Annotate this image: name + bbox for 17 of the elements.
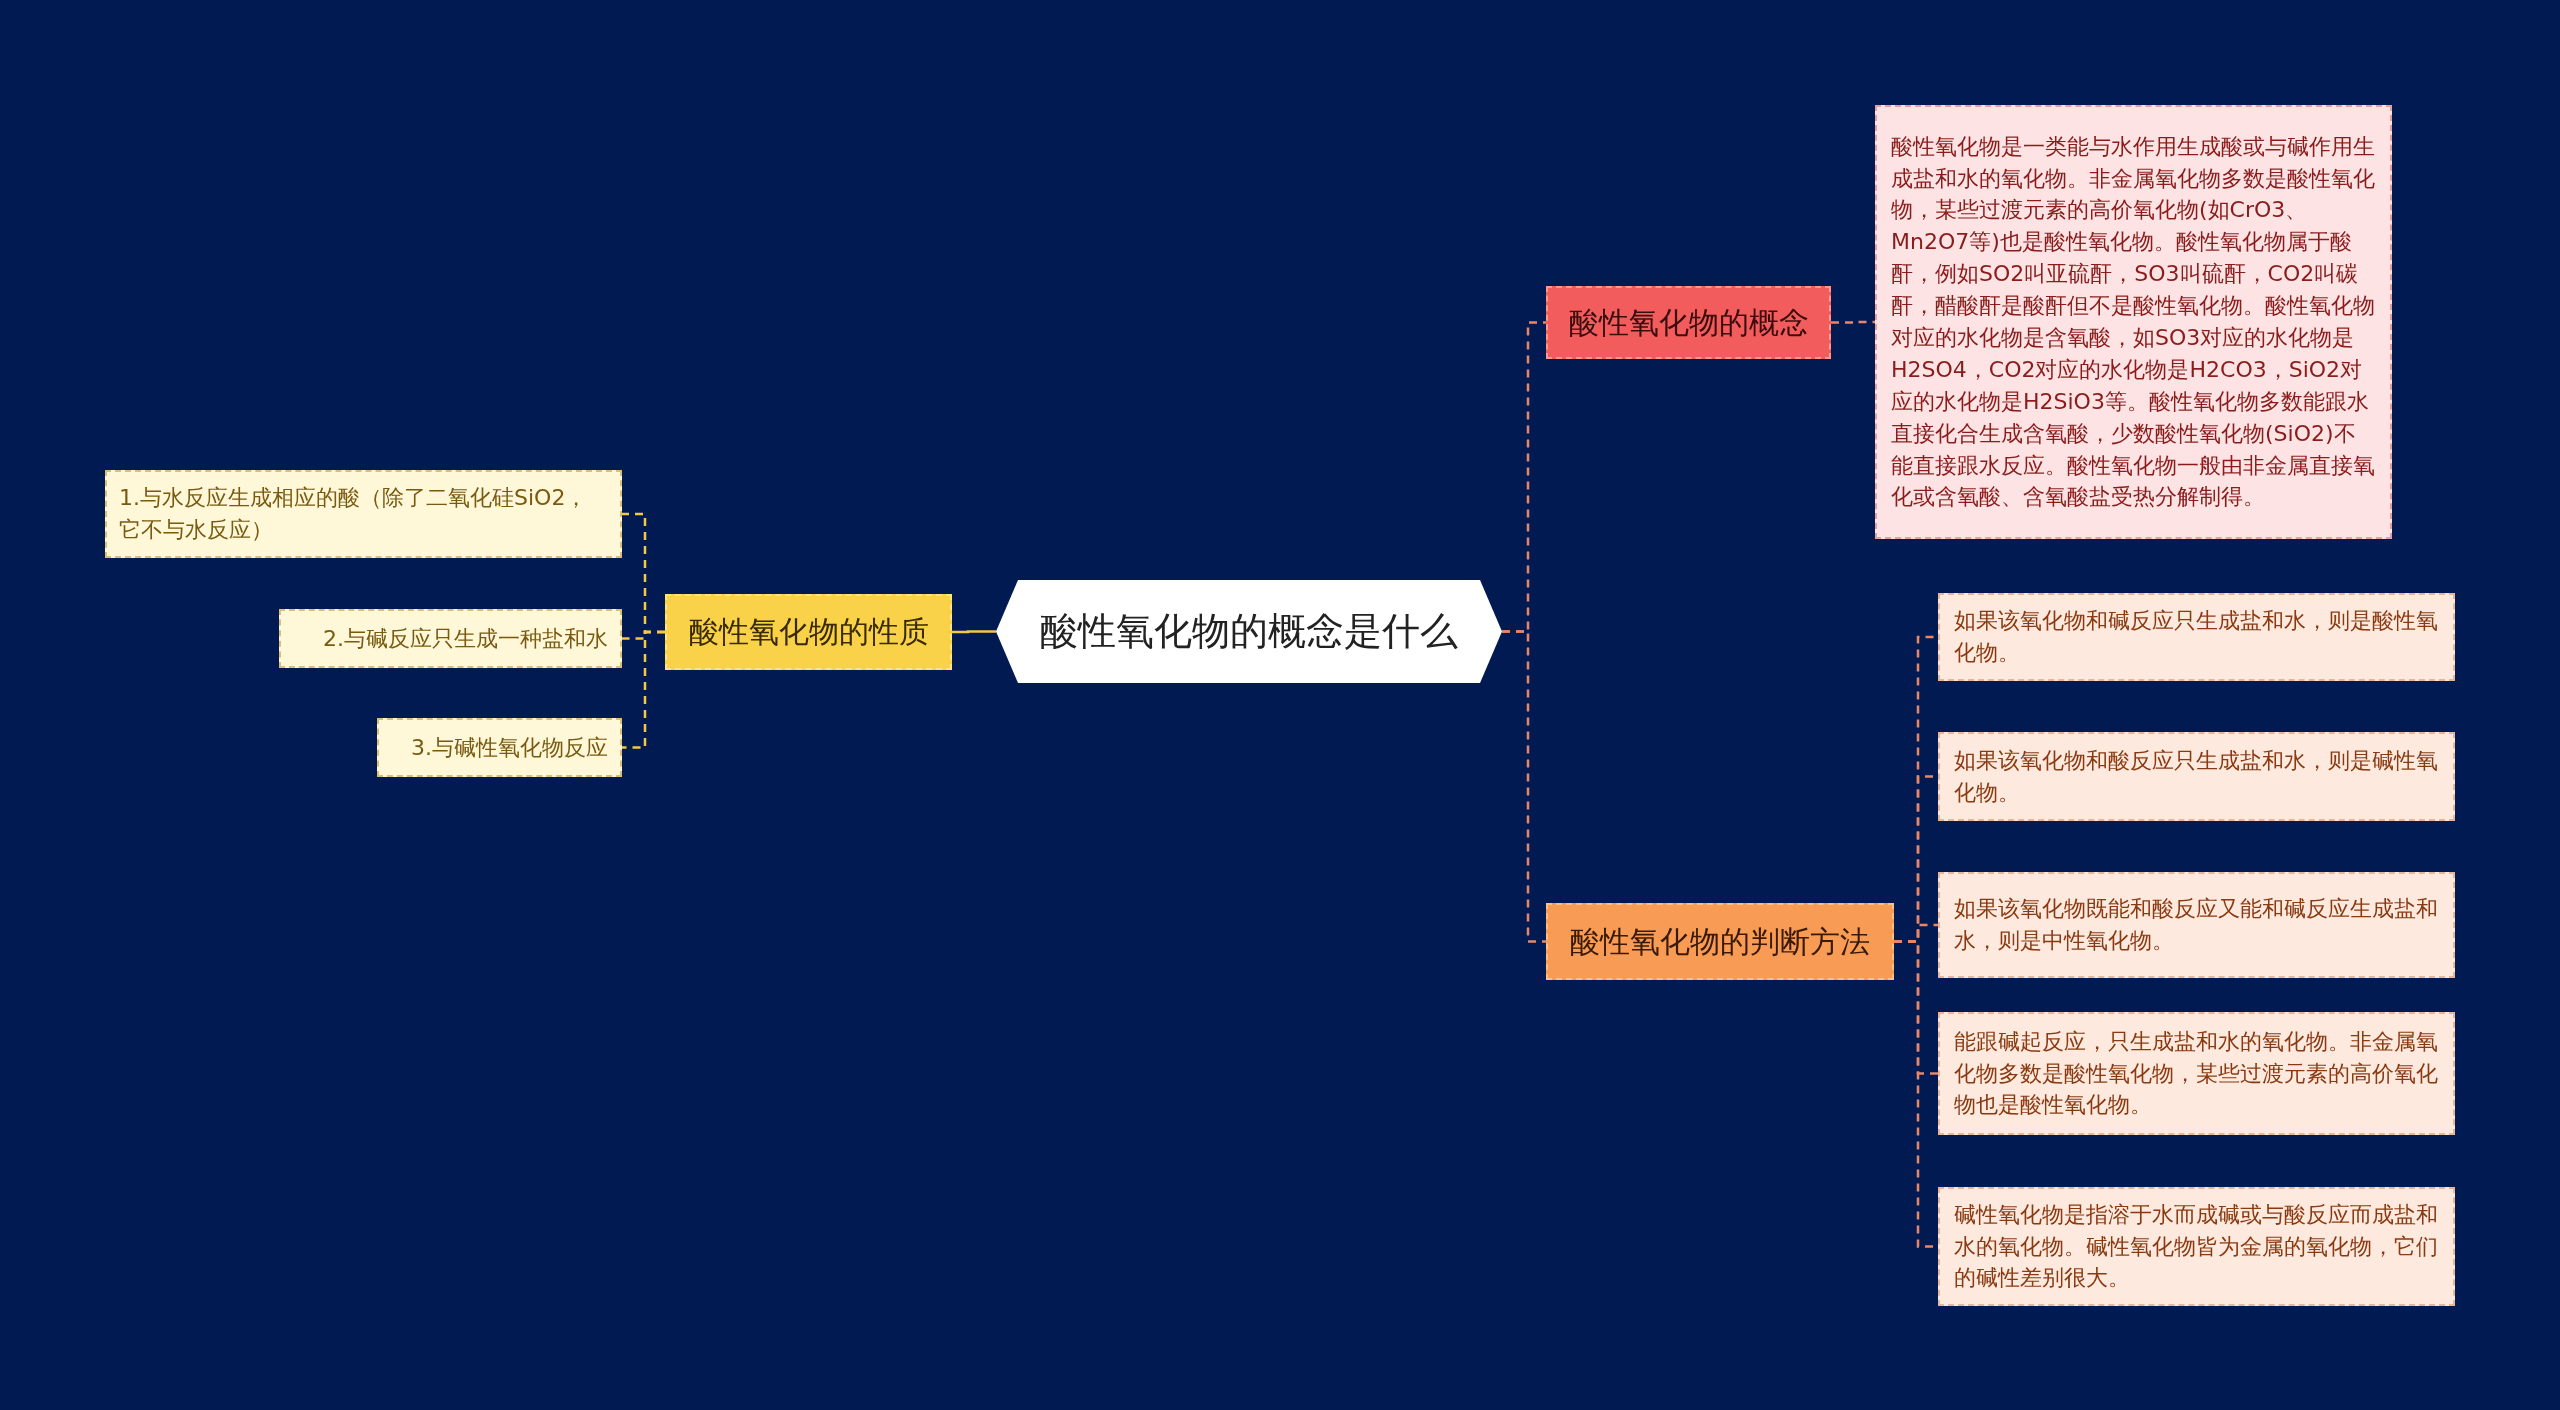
text-card: 如果该氧化物和酸反应只生成盐和水，则是碱性氧化物。: [1938, 732, 2455, 821]
text-card: 酸性氧化物是一类能与水作用生成酸或与碱作用生成盐和水的氧化物。非金属氧化物多数是酸性氧化物，某些过渡元素的高价氧化物(如CrO3、Mn2O7等)也是酸性氧化物。酸性氧化物属于酸酐，例如SO2叫亚硫酐，SO3叫硫酐，CO2叫碳酐，醋酸酐是酸酐但不是酸性氧化物。酸性氧化物对应的水化物是含氧酸，如SO3对应的水化物是H2SO4，CO2对应的水化物是H2CO3，SiO2对应的水化物是H2SiO3等。酸性氧化物多数能跟水直接化合生成含氧酸，少数酸性氧化物(SiO2)不能直接跟水反应。酸性氧化物一般由非金属直接氧化或含氧酸、含氧酸盐受热分解制得。: [1875, 105, 2392, 539]
text-card: 如果该氧化物既能和酸反应又能和碱反应生成盐和水，则是中性氧化物。: [1938, 872, 2455, 978]
connector-line: [1502, 630, 1546, 943]
branch-topic: 酸性氧化物的概念: [1546, 286, 1831, 359]
branch-topic: 酸性氧化物的性质: [665, 594, 952, 670]
text-card: 2.与碱反应只生成一种盐和水: [279, 609, 622, 668]
text-card: 1.与水反应生成相应的酸（除了二氧化硅SiO2，它不与水反应）: [105, 470, 622, 558]
text-card: 碱性氧化物是指溶于水而成碱或与酸反应而成盐和水的氧化物。碱性氧化物皆为金属的氧化物，它们的碱性差别很大。: [1938, 1187, 2455, 1306]
connector-line: [1831, 320, 1875, 324]
connector-line: [952, 630, 996, 634]
branch-topic: 酸性氧化物的判断方法: [1546, 903, 1894, 980]
connector-line: [622, 630, 665, 749]
text-card: 如果该氧化物和碱反应只生成盐和水，则是酸性氧化物。: [1938, 593, 2455, 681]
text-card: 3.与碱性氧化物反应: [377, 718, 622, 777]
text-card: 能跟碱起反应，只生成盐和水的氧化物。非金属氧化物多数是酸性氧化物，某些过渡元素的高价氧化物也是酸性氧化物。: [1938, 1012, 2455, 1135]
central-topic: 酸性氧化物的概念是什么: [996, 580, 1502, 683]
